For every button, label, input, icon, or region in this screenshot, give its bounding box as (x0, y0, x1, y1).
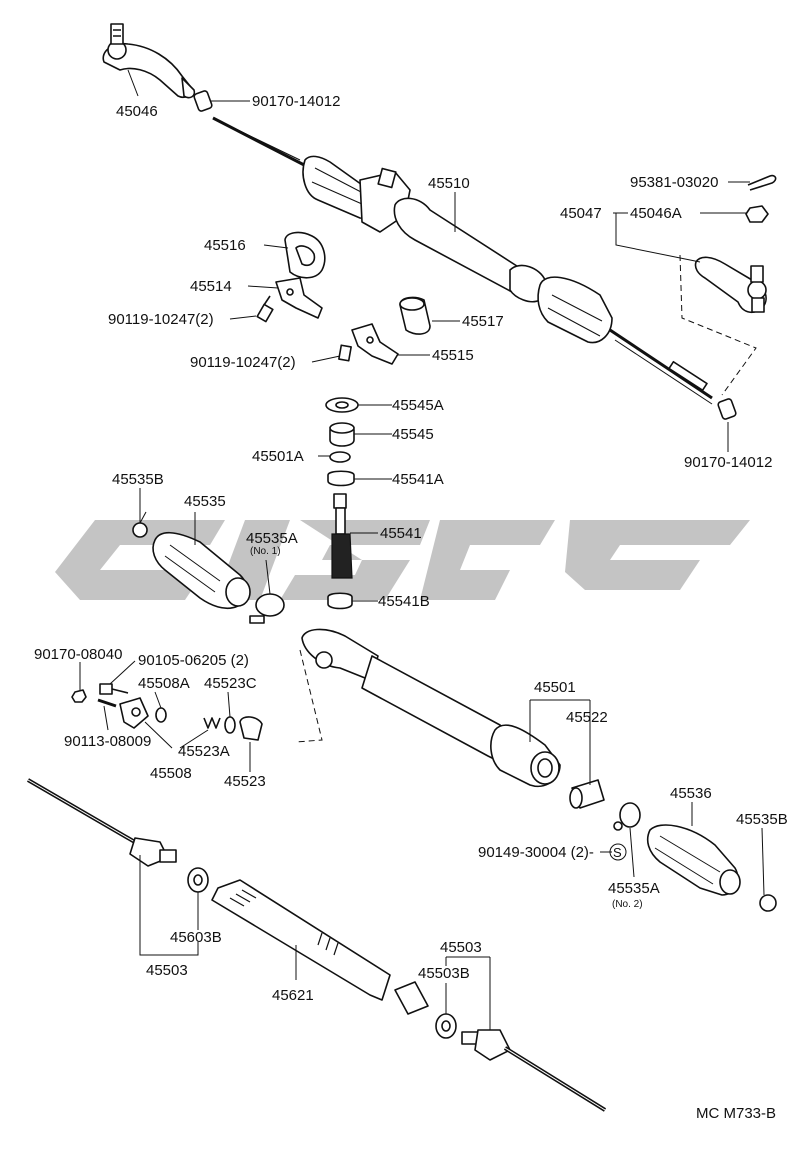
pinion-45541 (331, 493, 353, 579)
label-45535A-no1-sub: (No. 1) (250, 546, 281, 557)
label-45545: 45545 (392, 426, 434, 443)
label-45621: 45621 (272, 987, 314, 1004)
rack-45621 (211, 879, 429, 1015)
bearing-45541B (327, 592, 353, 610)
label-90170-14012-top: 90170-14012 (252, 93, 340, 110)
label-90170-14012-right: 90170-14012 (684, 454, 772, 471)
label-45503-right: 45503 (440, 939, 482, 956)
diagram-reference: MC M733-B (696, 1105, 776, 1122)
label-45503-left: 45503 (146, 962, 188, 979)
dashed-guide-lower (295, 649, 323, 743)
bolt-90119-10247-b (338, 344, 352, 362)
nut-90170-14012-right (717, 398, 737, 420)
label-90105-06205: 90105-06205 (2) (138, 652, 249, 669)
tie-rod-45503-right (461, 1029, 607, 1112)
clamp-45535A-no1 (249, 593, 285, 624)
label-45046A: 45046A (630, 205, 682, 222)
washer-45503B-right (435, 1013, 457, 1039)
boot-45536 (646, 824, 741, 896)
dashed-guide-right (679, 254, 757, 396)
label-45046: 45046 (116, 103, 158, 120)
part-labels: 45046 90170-14012 45510 95381-03020 4504… (34, 93, 788, 1122)
snap-ring-s: S (613, 845, 622, 860)
tie-rod-45503-left (26, 778, 177, 867)
o-ring-45508A (155, 707, 167, 723)
bearing-45541A (327, 470, 355, 487)
label-45523: 45523 (224, 773, 266, 790)
label-90170-08040: 90170-08040 (34, 646, 122, 663)
label-45536: 45536 (670, 785, 712, 802)
bracket-45516 (284, 231, 326, 279)
bushing-45522 (569, 779, 605, 809)
bolt-90119-10247-a (256, 295, 274, 323)
label-90119-10247-a: 90119-10247(2) (108, 311, 214, 328)
snap-ring-symbol: S (609, 843, 627, 861)
label-45517: 45517 (462, 313, 504, 330)
label-45541B: 45541B (378, 593, 430, 610)
o-ring-45523C (224, 716, 236, 734)
nut-90170-14012-top (193, 90, 213, 112)
washer-45603B-left (187, 867, 209, 893)
nut-90170-08040 (71, 689, 87, 703)
clip-45535B-right (759, 894, 777, 912)
label-45523A: 45523A (178, 743, 230, 760)
label-45516: 45516 (204, 237, 246, 254)
bushing-45517 (399, 296, 431, 335)
steering-gear-housing-45510 (212, 116, 713, 405)
dust-seal-45545 (329, 422, 355, 447)
boot-45535 (152, 531, 251, 610)
clamp-45535A-no2 (613, 802, 641, 831)
label-95381-03020: 95381-03020 (630, 174, 718, 191)
label-45523C: 45523C (204, 675, 257, 692)
label-45510: 45510 (428, 175, 470, 192)
label-45535A-no2-sub: (No. 2) (612, 899, 643, 910)
label-45514: 45514 (190, 278, 232, 295)
label-90119-10247-b: 90119-10247(2) (190, 354, 296, 371)
rack-housing-45501 (301, 628, 561, 787)
label-45541: 45541 (380, 525, 422, 542)
label-90113-08009: 90113-08009 (64, 733, 151, 750)
label-45501: 45501 (534, 679, 576, 696)
label-45503B-right: 45503B (418, 965, 470, 982)
leader-lines (79, 69, 765, 1030)
label-45535A-no2: 45535A (608, 880, 660, 897)
label-45535B-right: 45535B (736, 811, 788, 828)
label-45508A: 45508A (138, 675, 190, 692)
cover-45508 (119, 697, 149, 729)
stud-90113-08009 (97, 698, 117, 708)
label-45535: 45535 (184, 493, 226, 510)
rack-guide-45523 (239, 716, 263, 741)
clamp-45515 (351, 323, 399, 365)
label-45047: 45047 (560, 205, 602, 222)
bolt-90105-06205 (99, 683, 129, 695)
label-45515: 45515 (432, 347, 474, 364)
label-45501A: 45501A (252, 448, 304, 465)
label-45541A: 45541A (392, 471, 444, 488)
label-45535A-no1: 45535A (246, 530, 298, 547)
label-45535B-left: 45535B (112, 471, 164, 488)
label-45522: 45522 (566, 709, 608, 726)
spring-45523A (203, 717, 221, 729)
clamp-45514 (275, 277, 323, 319)
clip-45535B-left (132, 511, 148, 538)
cotter-pin-95381-03020 (747, 174, 777, 191)
washer-45545A (325, 397, 359, 413)
label-45545A: 45545A (392, 397, 444, 414)
label-45603B-left: 45603B (170, 929, 222, 946)
tie-rod-end-45046 (102, 23, 196, 99)
label-45508: 45508 (150, 765, 192, 782)
tie-rod-end-45047 (694, 256, 767, 314)
castle-nut-45046A (745, 205, 769, 223)
label-90149-30004: 90149-30004 (2)- (478, 844, 594, 861)
ring-45501A (329, 451, 351, 463)
